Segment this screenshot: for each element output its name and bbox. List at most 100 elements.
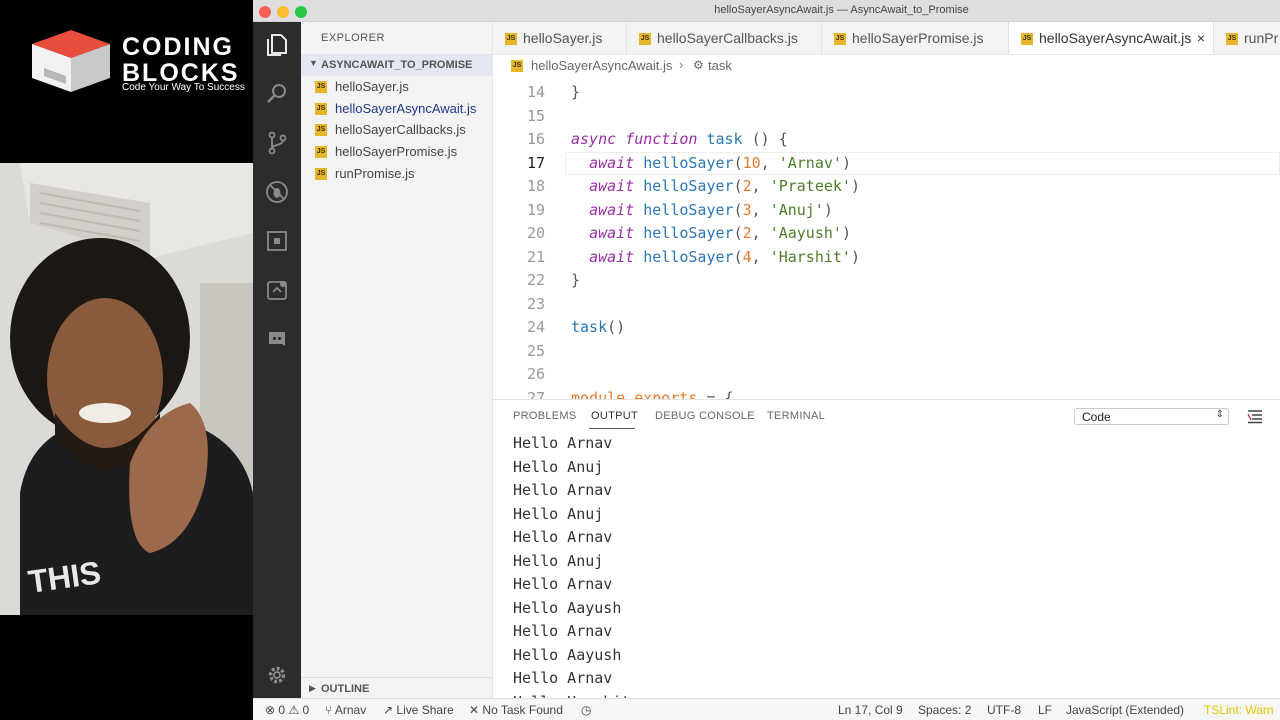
code-token: 2 [742,224,752,242]
tab-output[interactable]: OUTPUT [591,410,639,422]
tab-hellosayer[interactable]: JS helloSayer.js [493,22,627,54]
js-file-icon: JS [511,60,523,72]
file-item-active[interactable]: JS helloSayerAsyncAwait.js [301,98,493,120]
encoding-status[interactable]: UTF-8 [987,703,1021,717]
remote-explorer-icon[interactable] [262,275,292,305]
js-file-icon: JS [1226,33,1238,45]
eol-status[interactable]: LF [1038,703,1053,717]
output-line: Hello Arnav [513,434,613,452]
file-item[interactable]: JS runPromise.js [301,163,493,185]
language-mode[interactable]: JavaScript (Extended) [1066,703,1185,717]
code-token: 'Arnav' [778,153,842,172]
code-line: task() [571,316,625,340]
js-file-icon: JS [1021,33,1033,45]
output-channel-value: Code [1082,410,1111,424]
error-icon: ⊗ [265,703,276,717]
brand-tagline: Code Your Way To Success [122,82,245,93]
settings-gear-icon[interactable] [262,660,292,690]
breadcrumb-separator-icon: › [679,57,684,72]
chevron-down-icon: ▼ [309,58,318,68]
breadcrumb-symbol[interactable]: task [708,58,732,73]
line-number: 19 [526,200,545,219]
file-name: helloSayerPromise.js [335,144,458,159]
line-number: 25 [526,341,545,360]
js-file-icon: JS [315,146,327,158]
line-number: 20 [526,224,545,242]
source-control-icon[interactable] [262,128,292,158]
extensions-icon[interactable] [262,226,292,256]
task-status[interactable]: ✕ No Task Found [469,703,563,717]
output-line: Hello Arnav [513,528,613,546]
file-name: helloSayerAsyncAwait.js [335,101,477,116]
branch-name: Arnav [334,703,367,717]
code-token: ) [850,177,860,195]
code-token: module [571,388,626,400]
tab-debug-console[interactable]: DEBUG CONSOLE [655,410,755,422]
window-close-button[interactable] [259,6,271,18]
history-icon[interactable]: ◷ [581,703,592,717]
folder-name: ASYNCAWAIT_TO_PROMISE [321,59,473,71]
tab-problems[interactable]: PROBLEMS [513,410,577,422]
code-token: } [571,83,581,101]
tab-terminal[interactable]: TERMINAL [767,410,826,422]
code-token: ( [733,153,743,172]
output-channel-select[interactable]: Code ⇕ [1074,408,1229,425]
file-item[interactable]: JS helloSayerCallbacks.js [301,119,493,141]
code-token: = { [697,388,734,400]
js-file-icon: JS [834,33,846,45]
line-number: 15 [526,106,545,125]
line-number: 14 [526,83,545,101]
tab-label: helloSayerCallbacks.js [657,30,798,46]
tslint-status[interactable]: TSLint: Warn [1204,703,1274,717]
files-icon[interactable] [262,30,292,60]
code-token [634,224,643,242]
close-tab-icon[interactable]: × [1196,30,1205,46]
clear-output-icon[interactable] [1247,408,1263,424]
tab-hellosayerasyncawait[interactable]: JS helloSayerAsyncAwait.js × [1009,22,1214,54]
explorer-sidebar: EXPLORER ▼ ASYNCAWAIT_TO_PROMISE JS hell… [301,22,493,698]
outline-section-header[interactable]: ▶ OUTLINE [301,677,493,699]
code-token [571,201,589,219]
tab-hellosayercallbacks[interactable]: JS helloSayerCallbacks.js [627,22,822,54]
tab-hellosayerpromise[interactable]: JS helloSayerPromise.js [822,22,1009,54]
brand-name-line2: BLOCKS [122,59,240,87]
tab-runpromise[interactable]: JS runPr [1214,22,1280,54]
output-line: Hello Anuj [513,504,604,523]
code-token [571,154,589,172]
output-line: Hello Aayush [513,645,622,664]
code-token: helloSayer [643,200,734,219]
live-share-status[interactable]: ↗ Live Share [383,703,454,717]
debug-icon[interactable] [262,177,292,207]
breadcrumb: JS helloSayerAsyncAwait.js › ⚙ task [493,55,1280,77]
code-line: } [571,269,580,293]
code-token: 'Aayush' [769,224,842,242]
breadcrumb-file[interactable]: helloSayerAsyncAwait.js [531,58,673,73]
code-line: await helloSayer(10, 'Arnav') [571,152,851,176]
code-token: 4 [742,247,752,266]
code-token: 10 [742,153,761,172]
problems-status[interactable]: ⊗ 0 ⚠ 0 [265,703,309,717]
search-icon[interactable] [262,79,292,109]
code-token [634,154,643,172]
code-token: ( [733,200,743,219]
folder-section-header[interactable]: ▼ ASYNCAWAIT_TO_PROMISE [301,54,493,76]
indentation-status[interactable]: Spaces: 2 [918,703,972,717]
window-maximize-button[interactable] [295,6,307,18]
window-minimize-button[interactable] [277,6,289,18]
cursor-position[interactable]: Ln 17, Col 9 [838,703,903,717]
js-file-icon: JS [315,124,327,136]
code-line: module.exports = { [571,387,734,400]
code-token: await [589,200,635,219]
file-item[interactable]: JS helloSayer.js [301,76,493,98]
line-number: 24 [526,318,545,336]
file-item[interactable]: JS helloSayerPromise.js [301,141,493,163]
git-branch-status[interactable]: ⑂ Arnav [325,703,366,717]
js-file-icon: JS [315,103,327,115]
close-icon: ✕ [469,703,480,717]
symbol-method-icon: ⚙ [693,58,704,72]
tab-label: helloSayer.js [523,30,603,46]
discord-icon[interactable] [262,324,292,354]
code-token: 'Harshit' [769,247,851,266]
